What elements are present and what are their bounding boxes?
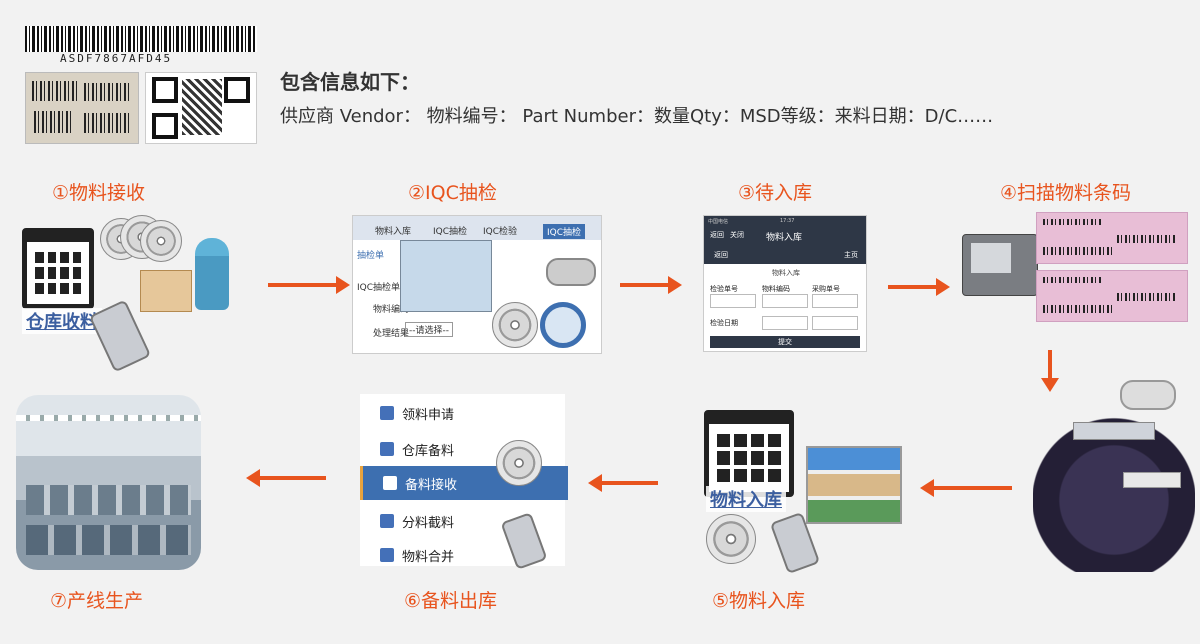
label-stack-image (25, 72, 139, 144)
menu-item-requisition[interactable]: 领料申请 (360, 396, 565, 430)
scanner-gun-icon (1120, 380, 1176, 410)
label-printer-icon (962, 234, 1038, 296)
carrier-text: 中国电信 (708, 219, 729, 225)
step-1-caption: 仓库收料 (22, 308, 102, 334)
nav-back[interactable]: 返回 (714, 251, 728, 259)
tab-1[interactable]: 物料入库 (375, 227, 412, 237)
menu-icon (383, 476, 397, 490)
arrow-6-7 (246, 469, 326, 487)
field-label: 处理结果 (373, 329, 410, 339)
menu-icon (380, 548, 394, 562)
reel-icon (496, 440, 542, 486)
menu-icon (380, 514, 394, 528)
reel-icon (492, 302, 538, 348)
calendar-icon (22, 228, 94, 309)
field-label: 检验单号 (710, 285, 738, 293)
info-fields: 供应商 Vendor： 物料编号： Part Number：数量Qty：MSD等… (280, 106, 994, 127)
qr-code (145, 72, 257, 144)
material-code-input[interactable] (762, 294, 808, 308)
field-label: IQC抽检单号 (357, 283, 410, 293)
step-2-title: ②IQC抽检 (408, 182, 497, 204)
inspect-date-input[interactable] (762, 316, 808, 330)
screen-title: 物料入库 (766, 233, 803, 243)
material-label (1036, 212, 1188, 264)
menu-item-warehouse-prep[interactable]: 仓库备料 (360, 432, 565, 466)
arrow-4-5a (1041, 350, 1059, 392)
back-link[interactable]: 返回 (710, 231, 724, 239)
info-title: 包含信息如下： (280, 70, 420, 94)
factory-photo (16, 395, 201, 570)
header-barcode (25, 26, 257, 52)
phone-screen: 中国电信 17:37 返回 关闭 物料入库 返回 主页 物料入库 检验单号 物料… (703, 215, 867, 352)
barcode-text: ASDF7867AFD45 (60, 52, 173, 65)
material-label (1036, 270, 1188, 322)
box-icon (140, 270, 192, 312)
menu-item-label: 物料合并 (402, 549, 455, 565)
menu-item-label: 仓库备料 (402, 443, 455, 459)
banner-text: 物料入库 (772, 269, 800, 277)
arrow-3-4 (888, 278, 950, 296)
menu-item-label: 备料接收 (405, 477, 458, 493)
field-label: 物料编码 (373, 305, 410, 315)
field-label: 物料编码 (762, 285, 790, 293)
scanner-gun-icon (546, 258, 596, 286)
menu-item-split[interactable]: 分料截料 (360, 504, 565, 538)
step-7-title: ⑦产线生产 (50, 590, 144, 612)
field-label: 采购单号 (812, 285, 840, 293)
storage-rack-icon (806, 446, 902, 524)
step-3-title: ③待入库 (738, 182, 813, 204)
reel-scan-image (1033, 392, 1195, 572)
prohibit-icon (540, 302, 586, 348)
step-6-title: ⑥备料出库 (404, 590, 498, 612)
menu-item-merge[interactable]: 物料合并 (360, 538, 565, 572)
step-4-title: ④扫描物料条码 (1000, 182, 1132, 204)
close-link[interactable]: 关闭 (730, 231, 744, 239)
result-select[interactable]: --请选择-- (405, 322, 453, 337)
arrow-5-6 (588, 474, 658, 492)
calendar-icon (704, 410, 794, 497)
menu-item-label: 领料申请 (402, 407, 455, 423)
inspector-illustration (400, 240, 492, 312)
submit-button[interactable]: 提交 (710, 336, 860, 348)
menu-icon (380, 406, 394, 420)
step-1-title: ①物料接收 (52, 182, 146, 204)
worker-icon (195, 238, 229, 310)
field-label: 检验日期 (710, 319, 738, 327)
nav-home[interactable]: 主页 (844, 251, 858, 259)
tab-2[interactable]: IQC抽检 (433, 227, 468, 237)
menu-icon (380, 442, 394, 456)
reel-icon (140, 220, 182, 262)
arrow-1-2 (268, 276, 350, 294)
inspect-no-input[interactable] (710, 294, 756, 308)
po-no-input[interactable] (812, 294, 858, 308)
step-5-caption: 物料入库 (706, 486, 786, 512)
clock-text: 17:37 (780, 218, 795, 224)
breadcrumb: 抽检单 (357, 251, 385, 261)
reel-icon (706, 514, 756, 564)
tab-4[interactable]: IQC抽检 (543, 224, 586, 239)
arrow-4-5 (920, 479, 1012, 497)
menu-item-label: 分料截料 (402, 515, 455, 531)
arrow-2-3 (620, 276, 682, 294)
step-5-title: ⑤物料入库 (712, 590, 806, 612)
tab-3[interactable]: IQC检验 (483, 227, 518, 237)
date-input-2[interactable] (812, 316, 858, 330)
